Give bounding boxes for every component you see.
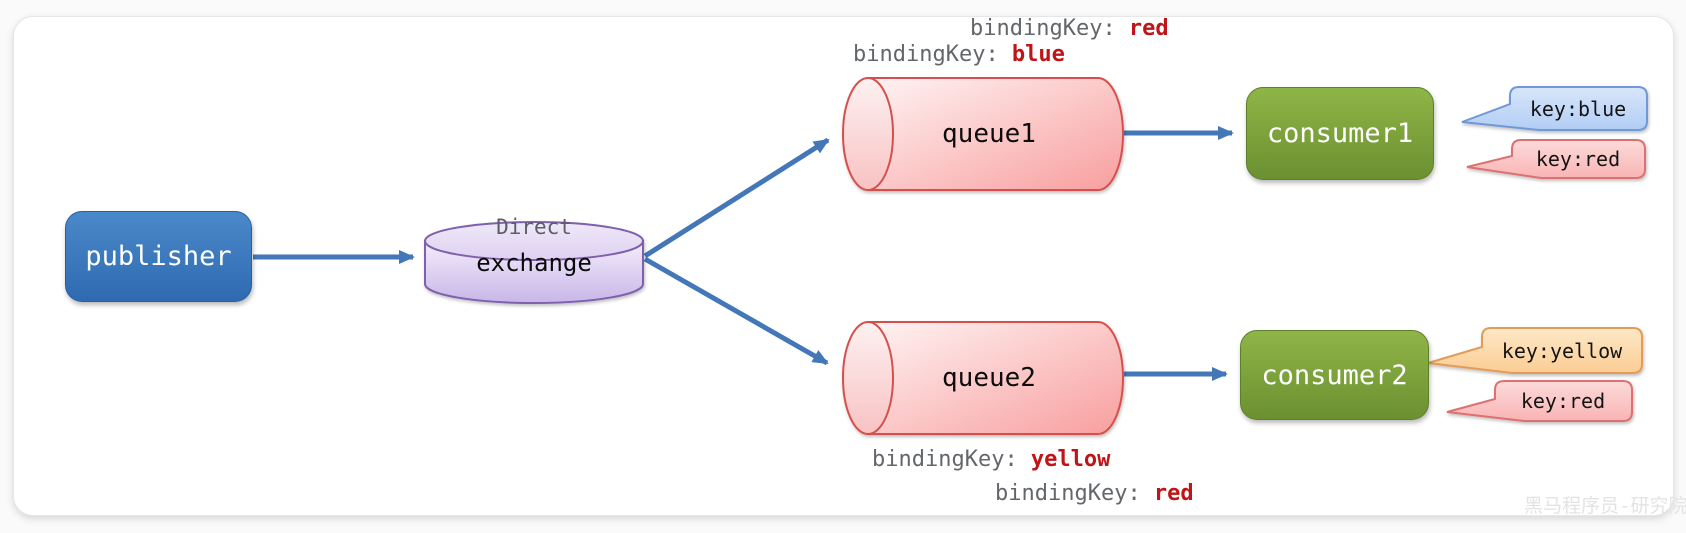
arrow-exchange-to-queue2	[643, 256, 829, 366]
queue1-label: queue1	[942, 119, 1036, 149]
tag-label-key-yellow: key:yellow	[1502, 339, 1623, 363]
binding-label-queue2-yellow: bindingKey: yellow	[872, 447, 1110, 472]
binding-prefix: bindingKey:	[872, 447, 1018, 472]
tag-label-key-red-1: key:red	[1536, 147, 1620, 171]
watermark: 黑马程序员-研究院	[1524, 495, 1686, 517]
queue2-label: queue2	[942, 363, 1036, 393]
exchange-cylinder	[424, 221, 644, 304]
consumer2-label: consumer2	[1261, 359, 1408, 391]
binding-value: blue	[1011, 42, 1065, 67]
binding-prefix: bindingKey:	[995, 481, 1141, 506]
exchange-label: exchange	[476, 249, 592, 277]
tag-bubble-key-red-2	[1446, 380, 1633, 422]
exchange-type-label: Direct	[496, 215, 572, 239]
consumer2-node: consumer2	[1240, 330, 1429, 420]
binding-label-queue1-blue: bindingKey: blue	[853, 42, 1065, 67]
binding-value: yellow	[1030, 447, 1111, 472]
tag-label-key-blue: key:blue	[1530, 97, 1626, 121]
tag-bubble-key-red-1	[1466, 139, 1646, 179]
queue1-cylinder	[842, 77, 1124, 191]
binding-prefix: bindingKey:	[970, 16, 1116, 41]
publisher-node: publisher	[65, 211, 252, 302]
binding-prefix: bindingKey:	[853, 42, 999, 67]
tag-label-key-red-2: key:red	[1521, 389, 1605, 413]
arrow-exchange-to-queue1	[643, 137, 830, 259]
binding-value: red	[1128, 16, 1169, 41]
binding-label-queue1-red: bindingKey: red	[970, 16, 1169, 41]
binding-label-queue2-red: bindingKey: red	[995, 481, 1194, 506]
binding-value: red	[1153, 481, 1194, 506]
tag-bubble-key-blue	[1461, 86, 1648, 131]
tag-bubble-key-yellow	[1427, 327, 1643, 374]
queue2-cylinder	[842, 321, 1124, 435]
consumer1-node: consumer1	[1246, 87, 1434, 180]
consumer1-label: consumer1	[1266, 118, 1414, 149]
publisher-label: publisher	[85, 241, 232, 272]
